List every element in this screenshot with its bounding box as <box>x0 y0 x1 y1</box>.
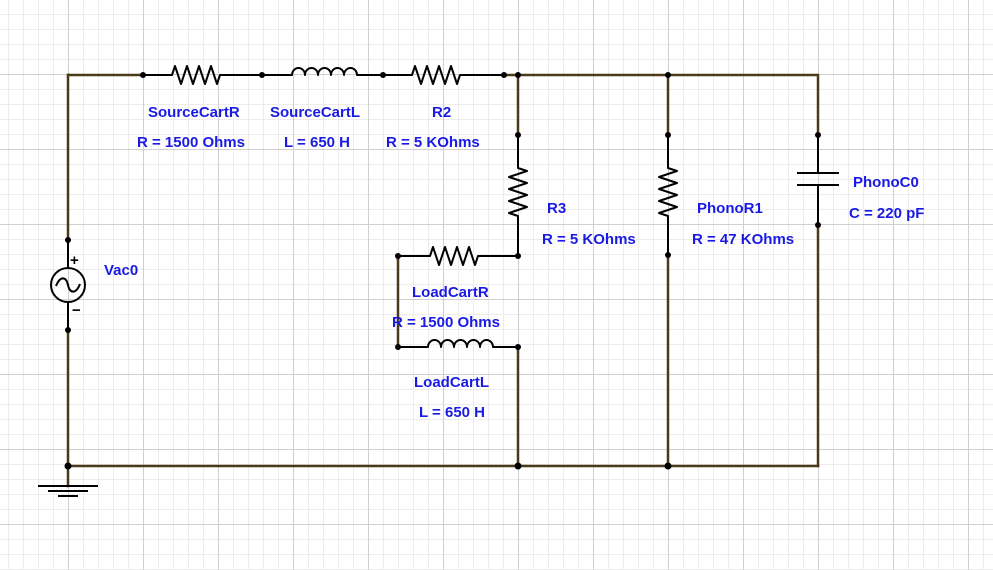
phono-c0-capacitor-icon[interactable] <box>797 135 839 225</box>
load-cart-l-value: L = 650 H <box>419 404 486 421</box>
source-cart-r-name: SourceCartR <box>148 104 240 121</box>
load-cart-r-name: LoadCartR <box>412 284 489 301</box>
load-cart-l-inductor-icon[interactable] <box>398 339 518 348</box>
phono-c0-value: C = 220 pF <box>849 205 925 222</box>
load-cart-r-value: R = 1500 Ohms <box>392 314 500 331</box>
vac0-minus-sign: − <box>72 302 81 319</box>
vac0-ac-source-icon[interactable] <box>50 240 86 330</box>
source-cart-r-value: R = 1500 Ohms <box>137 134 245 151</box>
r3-value: R = 5 KOhms <box>542 231 636 248</box>
node-dots <box>64 72 821 470</box>
ground-icon <box>38 485 98 497</box>
phono-r1-value: R = 47 KOhms <box>692 231 795 248</box>
r2-value: R = 5 KOhms <box>386 134 480 151</box>
r3-name: R3 <box>547 200 567 217</box>
load-cart-l-name: LoadCartL <box>414 374 489 391</box>
r2-name: R2 <box>432 104 452 121</box>
source-cart-r-resistor-icon[interactable] <box>143 65 262 85</box>
phono-r1-name: PhonoR1 <box>697 200 763 217</box>
phono-c0-name: PhonoC0 <box>853 174 919 191</box>
vac0-name: Vac0 <box>104 262 139 279</box>
r3-resistor-icon[interactable] <box>508 135 528 256</box>
r2-resistor-icon[interactable] <box>383 65 504 85</box>
phono-r1-resistor-icon[interactable] <box>658 135 678 255</box>
vac0-plus-sign: + <box>70 252 79 269</box>
load-cart-r-resistor-icon[interactable] <box>398 246 518 266</box>
source-cart-l-value: L = 650 H <box>284 134 351 151</box>
source-cart-l-name: SourceCartL <box>270 104 361 121</box>
source-cart-l-inductor-icon[interactable] <box>262 67 383 76</box>
